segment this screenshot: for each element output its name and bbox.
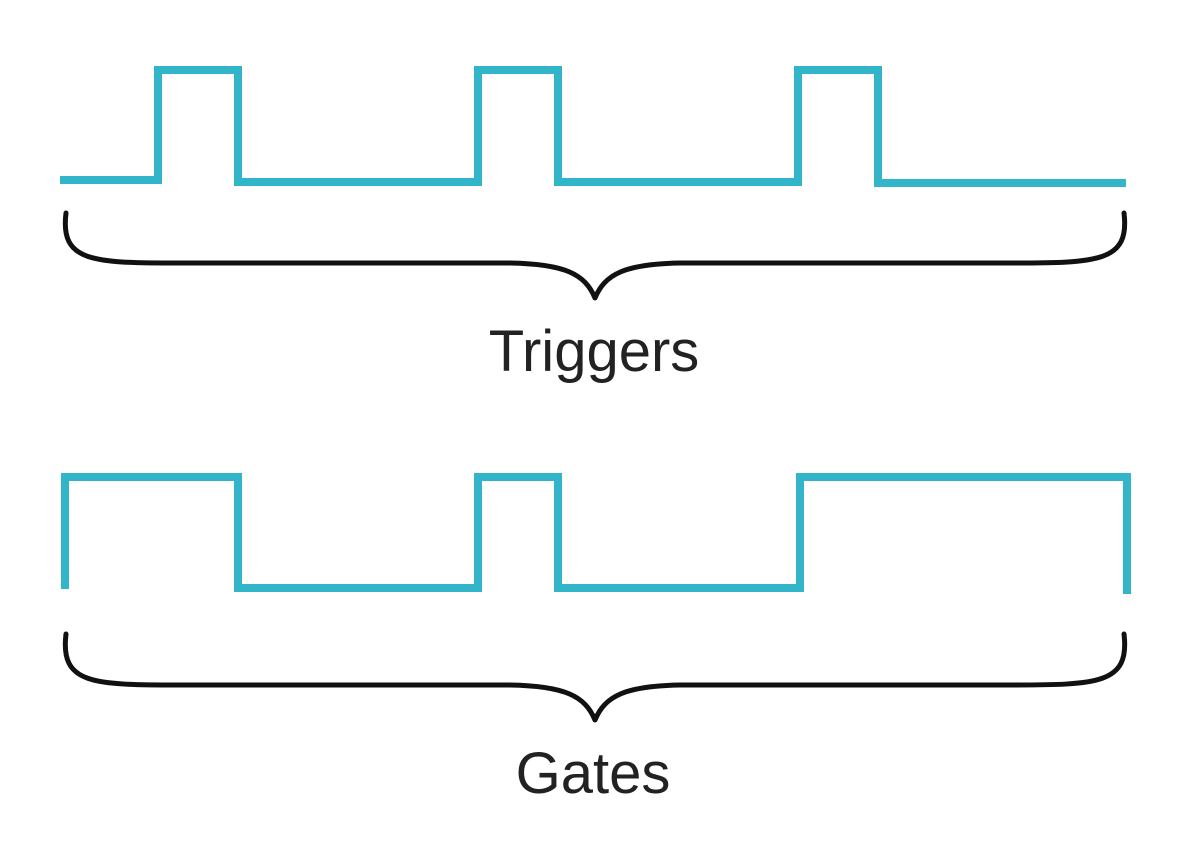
triggers-waveform — [60, 66, 1126, 187]
gates-waveform — [61, 473, 1131, 594]
triggers-brace — [62, 210, 1128, 301]
gates-brace — [62, 631, 1128, 723]
triggers-label: Triggers — [489, 319, 700, 384]
gates-label: Gates — [516, 741, 671, 806]
